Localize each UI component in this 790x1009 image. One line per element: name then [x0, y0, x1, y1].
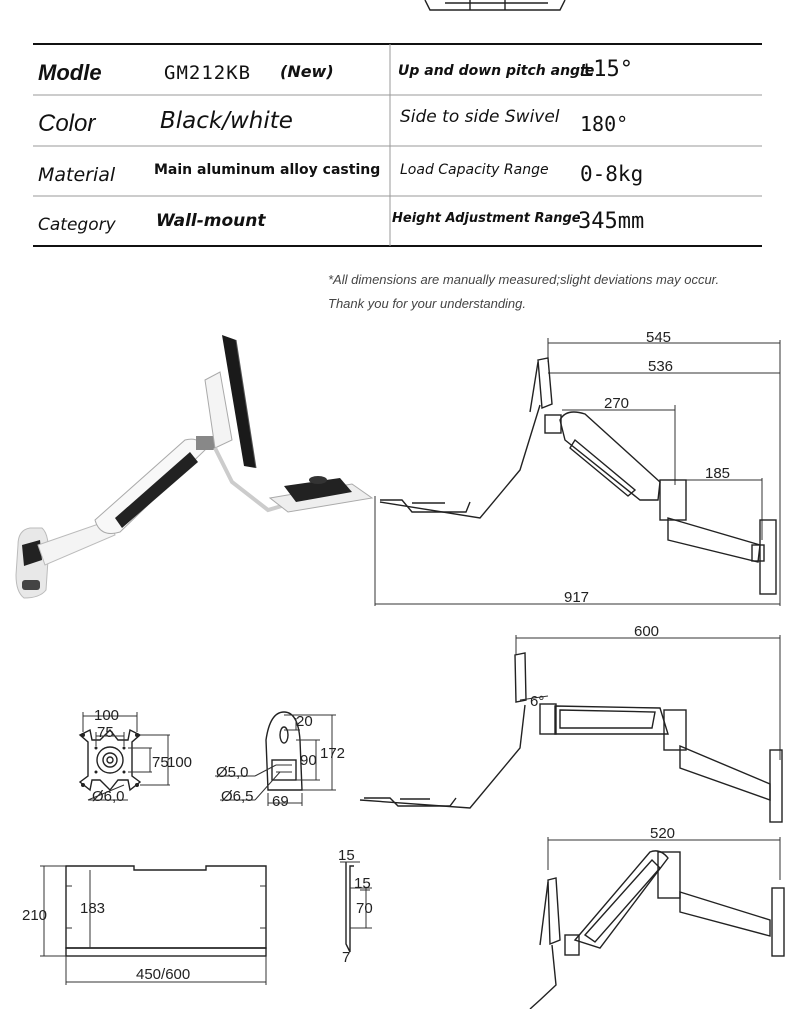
- side-view-raised: [529, 837, 785, 1009]
- dim-6deg: 6°: [530, 693, 544, 710]
- measurement-note-line2: Thank you for your understanding.: [328, 296, 527, 311]
- dim-600: 600: [634, 623, 659, 640]
- spec-table-lines: [33, 0, 762, 247]
- spec-value-pitch: ±15°: [580, 57, 633, 82]
- dim-clip-15b: 15: [354, 875, 371, 892]
- dim-vesa-100-top: 100: [94, 707, 119, 724]
- spec-value-color: Black/white: [160, 108, 293, 134]
- product-photo: [15, 335, 374, 599]
- spec-value-model: GM212KB: [164, 62, 252, 84]
- tray-clip-drawing: [340, 861, 372, 953]
- partial-keyboard-sketch: [424, 0, 566, 11]
- dim-917: 917: [564, 589, 589, 606]
- spec-label-material: Material: [38, 164, 116, 186]
- dim-kb-450: 450/600: [136, 966, 190, 983]
- spec-label-category: Category: [38, 215, 116, 235]
- dim-vesa-100-side: 100: [167, 754, 192, 771]
- spec-label-color: Color: [38, 110, 96, 137]
- dim-vesa-75-top: 75: [97, 724, 114, 741]
- measurement-note-line1: *All dimensions are manually measured;sl…: [328, 272, 720, 287]
- spec-label-load: Load Capacity Range: [400, 162, 549, 178]
- dim-vesa-hole: Ø6,0: [92, 788, 125, 805]
- wall-plate-drawing: [215, 711, 336, 806]
- spec-value-swivel: 180°: [580, 112, 629, 136]
- dim-545: 545: [646, 329, 671, 346]
- dim-plate-20: 20: [296, 713, 313, 730]
- side-view-level: [359, 635, 783, 823]
- dim-plate-hole-5: Ø5,0: [216, 764, 249, 781]
- dim-270: 270: [604, 395, 629, 412]
- dim-kb-183: 183: [80, 900, 105, 917]
- keyboard-tray-drawing: [40, 865, 267, 985]
- dim-kb-210: 210: [22, 907, 47, 924]
- dim-plate-172: 172: [320, 745, 345, 762]
- dim-vesa-75-side: 75: [152, 754, 169, 771]
- dim-clip-7: 7: [342, 949, 350, 966]
- spec-tag-new: (New): [280, 62, 334, 81]
- dim-plate-90: 90: [300, 752, 317, 769]
- dim-520: 520: [650, 825, 675, 842]
- dim-536: 536: [648, 358, 673, 375]
- dim-clip-70: 70: [356, 900, 373, 917]
- spec-label-height: Height Adjustment Range: [392, 211, 581, 226]
- spec-value-category: Wall-mount: [156, 211, 266, 231]
- spec-value-material: Main aluminum alloy casting: [154, 162, 381, 178]
- spec-label-pitch: Up and down pitch angle: [398, 63, 595, 79]
- side-view-extended: [374, 338, 781, 606]
- vesa-plate-drawing: [78, 712, 170, 801]
- dim-185: 185: [705, 465, 730, 482]
- spec-value-height: 345mm: [578, 209, 645, 234]
- dim-plate-69: 69: [272, 793, 289, 810]
- dim-plate-hole-65: Ø6,5: [221, 788, 254, 805]
- spec-label-model: Modle: [38, 60, 102, 85]
- dim-clip-15a: 15: [338, 847, 355, 864]
- spec-value-load: 0-8kg: [580, 162, 644, 186]
- spec-label-swivel: Side to side Swivel: [400, 107, 560, 127]
